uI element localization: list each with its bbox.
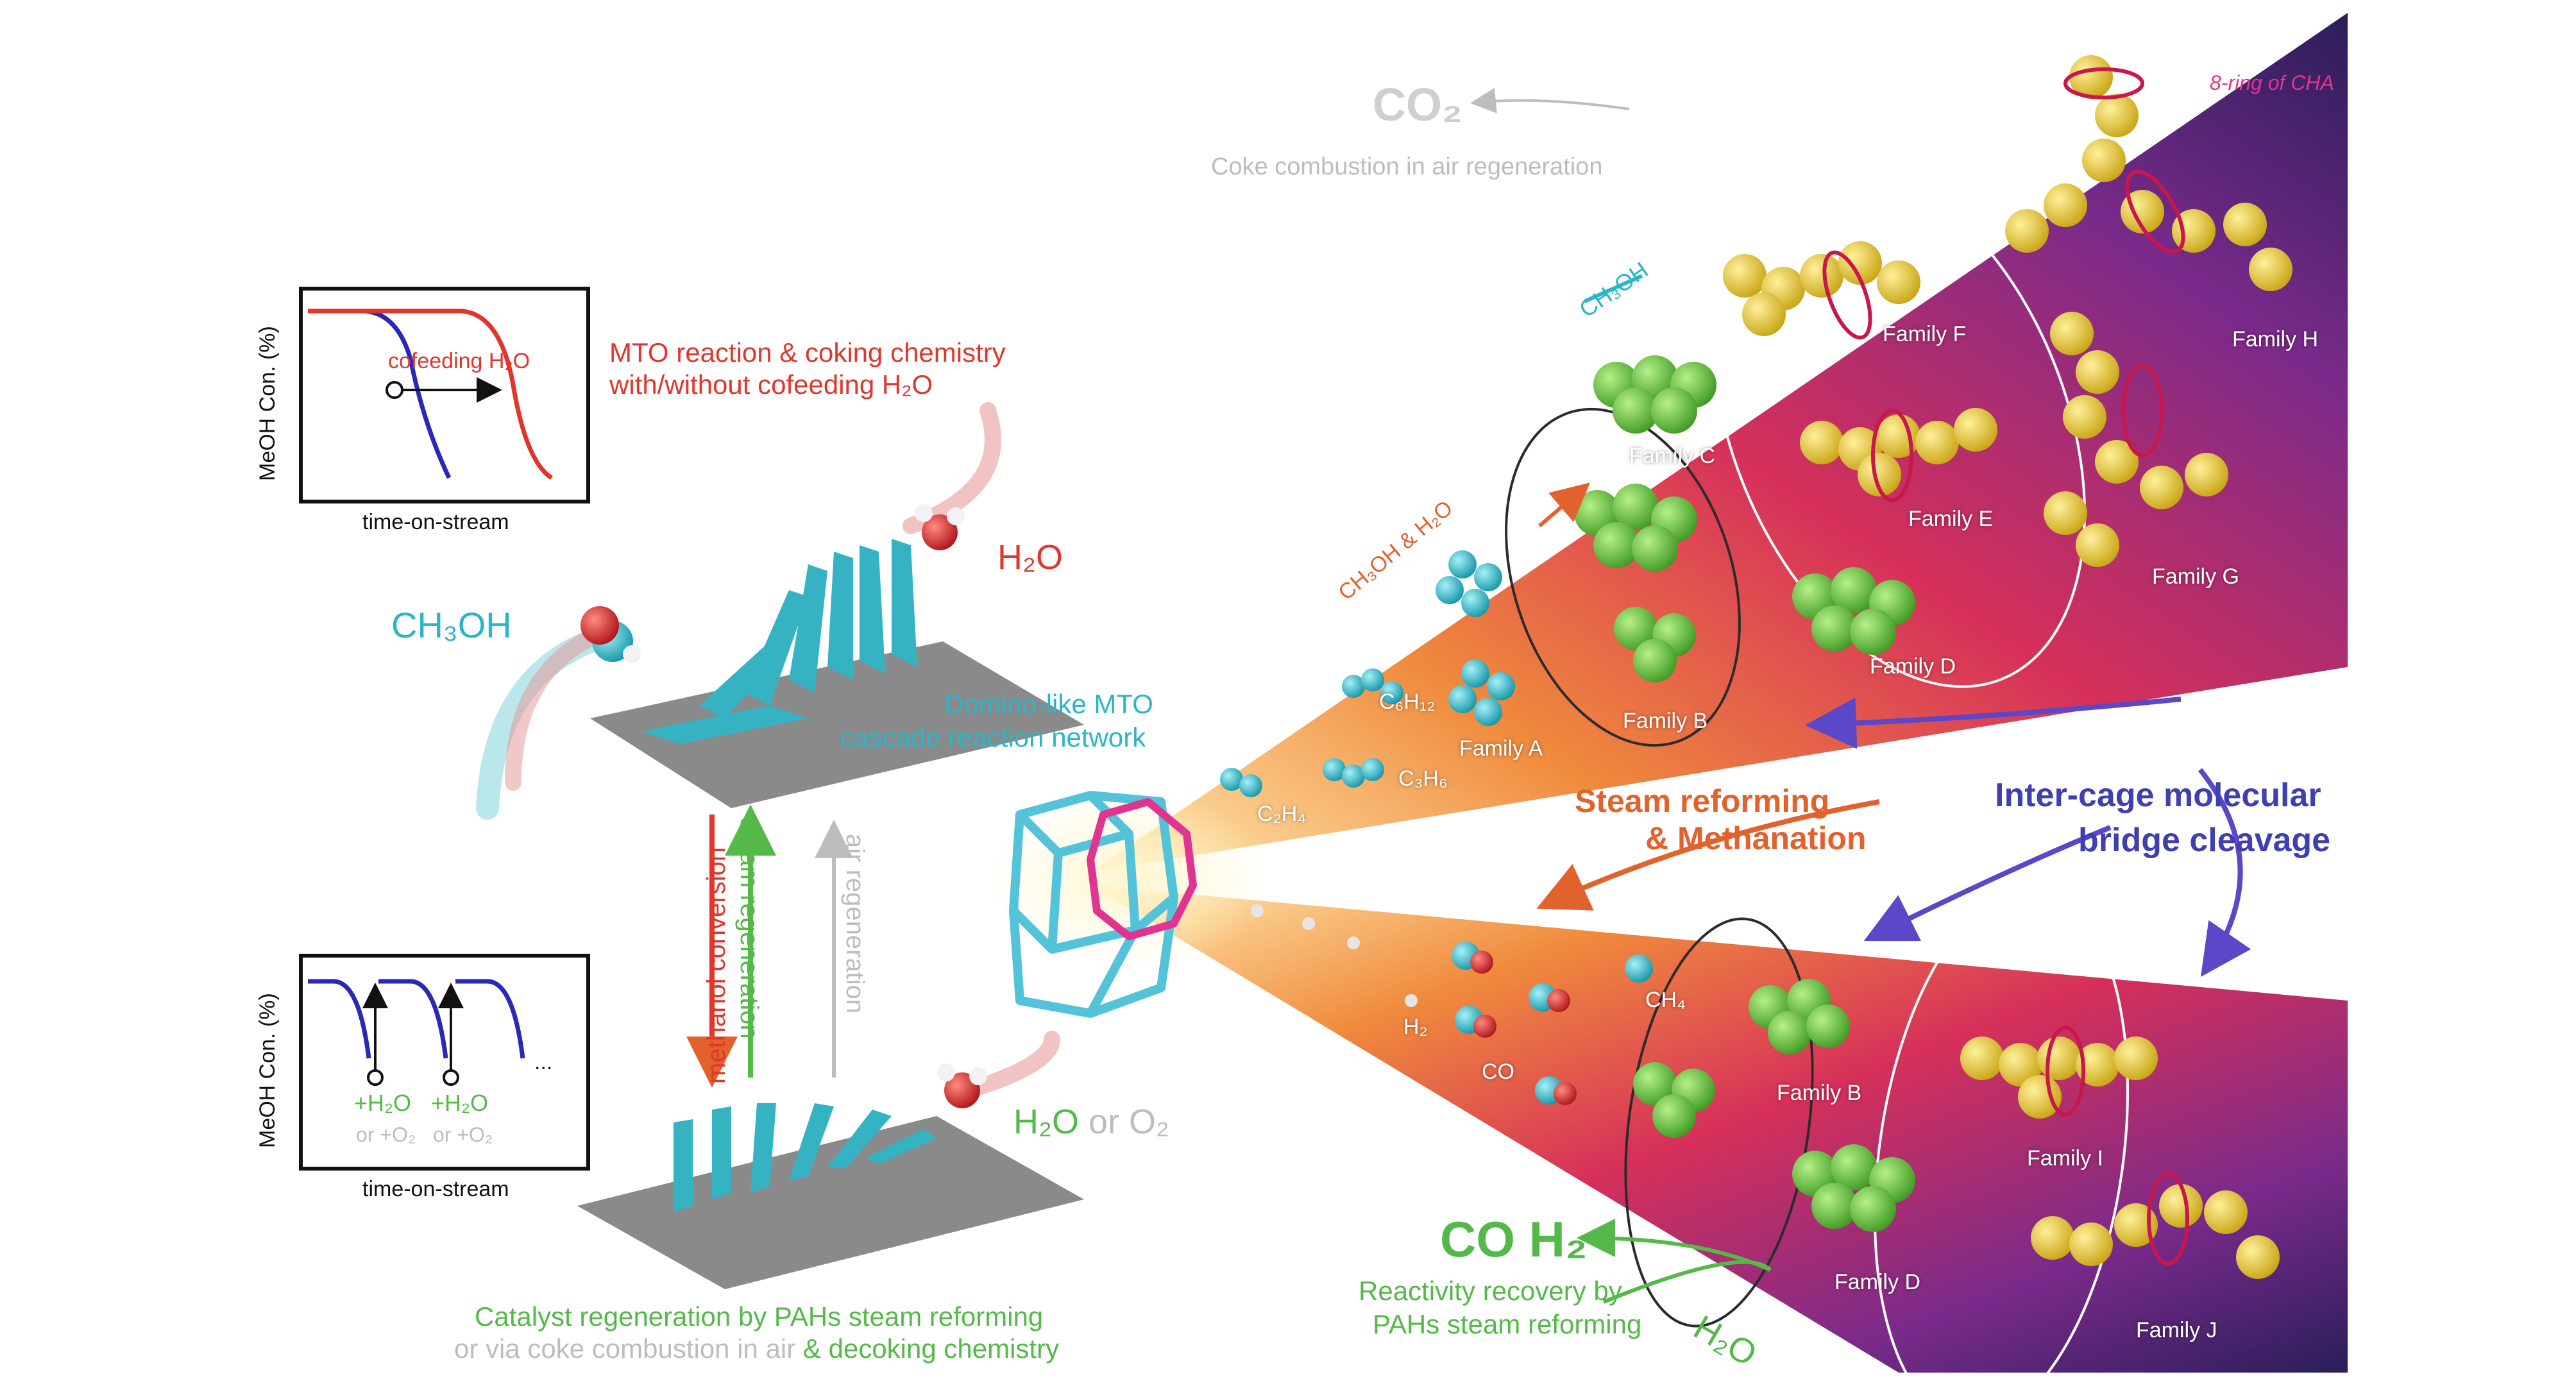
bottom-plot-ellipsis: ... [534,1050,553,1074]
family-d-molecule-top [1792,567,1915,655]
family-d-top-label: Family D [1870,654,1956,679]
air-regeneration-label: air regeneration [841,834,869,1014]
co-label: CO [1482,1060,1514,1084]
h2o-label-top: H₂O [997,538,1063,577]
steam-reforming-line2: & Methanation [1645,820,1867,856]
c3h6-label: C₃H₆ [1398,766,1448,791]
bottom-plot-xlabel: time-on-stream [362,1177,509,1201]
family-d-molecule-bottom [1792,1144,1915,1232]
h2o-molecule-top [902,402,1001,550]
family-j-label: Family J [2136,1318,2217,1342]
bottom-plot-sub-1: or +O₂ [356,1123,416,1146]
h2-label: H₂ [1403,1015,1428,1039]
upper-cone [1090,13,2348,872]
family-j-molecule [2031,1184,2280,1279]
family-f-molecule [1723,241,1920,336]
family-g-label: Family G [2152,564,2239,589]
regen-caption-line2a: or via coke combustion in air [454,1333,796,1364]
top-plot-annotation: cofeeding H₂O [388,349,530,373]
ch3oh-label: CH₃OH [391,605,512,645]
co2-label: CO₂ [1373,80,1462,131]
recovery-line1: Reactivity recovery by [1359,1276,1622,1306]
domino-cascade-bottom [577,1103,1084,1289]
domino-caption-line2: cascade reaction network [840,722,1146,752]
family-f-label: Family F [1883,322,1967,346]
bottom-plot-frame [299,954,590,1171]
family-h-label: Family H [2232,327,2319,351]
family-i-molecule [1960,1036,2158,1119]
h2o-molecule-bottom [937,1031,1060,1108]
family-b-molecule-top [1574,484,1697,682]
family-b-bottom-label: Family B [1777,1081,1862,1105]
family-a-label: Family A [1459,736,1543,761]
bottom-plot-ylabel: MeOH Con. (%) [255,993,280,1148]
mto-caption-line1: MTO reaction & coking chemistry [609,337,1006,368]
family-e-molecule [1800,408,1997,496]
cha-8-ring-icon [1087,798,1197,940]
bridge-cleavage-line1: Inter-cage molecular [1995,777,2321,814]
regen-caption-line2b: & decoking chemistry [802,1333,1060,1364]
o2-text: O₂ [1129,1103,1169,1141]
top-plot-frame [299,287,590,503]
regen-caption-line1: Catalyst regeneration by PAHs steam refo… [475,1301,1044,1332]
bottom-plot-marker-1: +H₂O [354,1090,411,1116]
coke-combustion-label: Coke combustion in air regeneration [1211,153,1603,180]
family-c-molecule [1593,355,1716,434]
cha-ring-label: 8-ring of CHA [2210,71,2334,94]
top-plot-ylabel: MeOH Con. (%) [255,326,280,481]
gas-molecules [1251,904,1653,1105]
bottom-plot-marker-2: +H₂O [431,1090,488,1116]
bridge-cleavage-line2: bridge cleavage [2078,822,2331,859]
h2o-or-o2-label: H₂O or O₂ [1013,1103,1169,1141]
recovery-line2: PAHs steam reforming [1373,1309,1642,1339]
family-d-bottom-label: Family D [1835,1270,1921,1294]
or-word: or [1088,1103,1119,1141]
family-b-top-label: Family B [1623,709,1708,733]
steam-reforming-line1: Steam reforming [1575,783,1830,819]
mto-caption-line2: with/without cofeeding H₂O [609,369,933,400]
c2h4-label: C₂H₄ [1257,802,1307,826]
steam-regeneration-label: steam regeneration [735,818,763,1039]
family-e-label: Family E [1908,507,1994,531]
ch3oh-molecule [476,606,641,820]
bottom-plot-sub-2: or +O₂ [433,1123,493,1146]
domino-cascade-top [590,539,1084,808]
family-g-molecule [2044,312,2228,567]
regen-caption-line2: or via coke combustion in air & decoking… [454,1333,1060,1364]
cha-cage-icon [1009,791,1178,1018]
family-b-molecule-bottom [1633,979,1850,1138]
family-a-molecules [1436,550,1515,726]
family-i-label: Family I [2027,1146,2103,1171]
family-c-label: Family C [1629,444,1716,468]
top-conversion-curves [308,309,553,480]
ch4-label: CH₄ [1645,988,1686,1012]
light-olefin-molecules [1220,668,1403,797]
methanol-conversion-label: methanol conversion [702,847,731,1084]
domino-caption-line1: Domino-like MTO [944,689,1153,719]
top-plot-xlabel: time-on-stream [362,510,509,534]
c6h12-label: C₆H₁₂ [1379,690,1436,714]
lower-cone [1090,885,2348,1373]
h2o-or-text: H₂O [1013,1103,1079,1141]
co-h2-label: CO H₂ [1440,1211,1588,1267]
bottom-conversion-curves [308,979,525,1086]
